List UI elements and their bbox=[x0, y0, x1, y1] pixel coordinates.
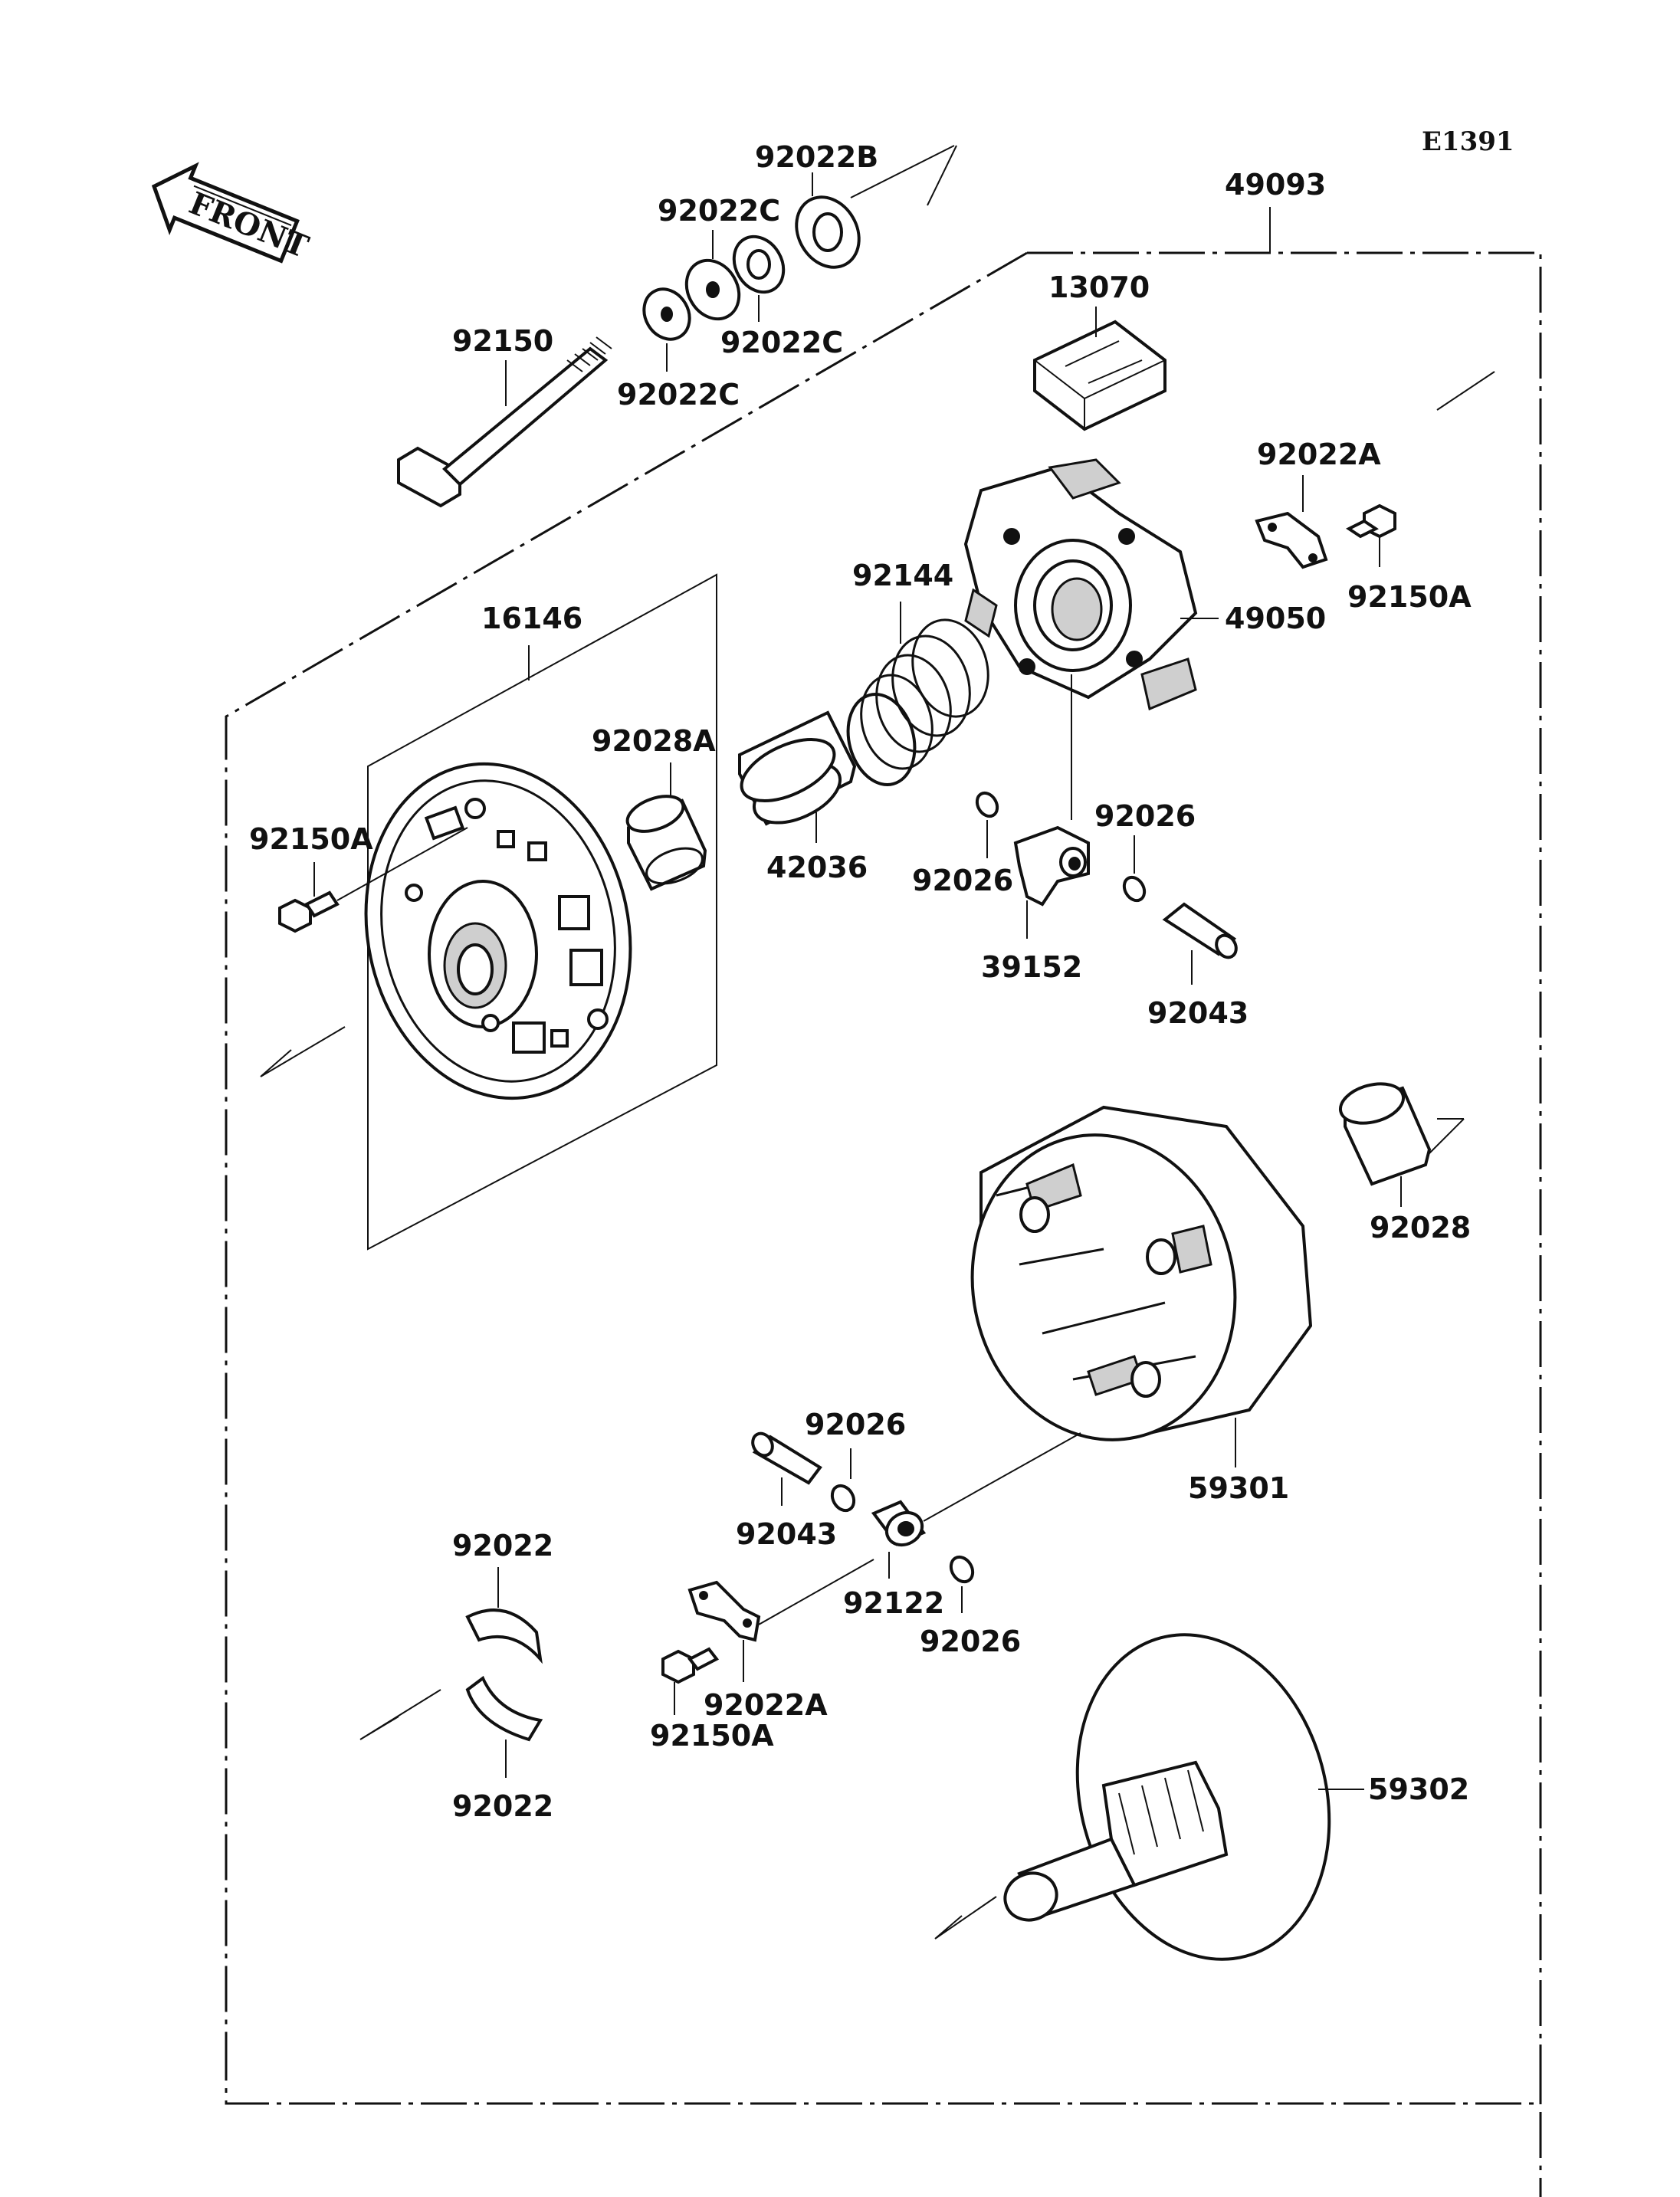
label-92150A-left: 92150A bbox=[249, 822, 373, 856]
bolt-92150A-bot: 92150A bbox=[650, 1647, 774, 1753]
label-92022C-top: 92022C bbox=[658, 194, 780, 228]
label-42036: 42036 bbox=[766, 851, 868, 884]
bolt-92150A-top: 92150A bbox=[1346, 503, 1472, 614]
axis-lines bbox=[260, 145, 1495, 1940]
label-92026-b: 92026 bbox=[1094, 799, 1196, 833]
label-59302: 59302 bbox=[1368, 1772, 1469, 1806]
label-92150: 92150 bbox=[452, 324, 553, 358]
label-92022C-low: 92022C bbox=[617, 378, 740, 412]
washer-92022C-top: 92022C bbox=[658, 194, 780, 321]
label-92022B: 92022B bbox=[755, 140, 878, 174]
oring-92026-b: 92026 bbox=[1094, 799, 1196, 903]
collar-92022-top: 92022 bbox=[452, 1529, 553, 1664]
label-92043-b: 92043 bbox=[736, 1517, 837, 1551]
bushing-92122: 92122 bbox=[843, 1432, 1081, 1620]
washer-92022C-mid: 92022C bbox=[720, 234, 843, 359]
washer-92022B: 92022B bbox=[755, 140, 878, 269]
pin-92043-a: 92043 bbox=[1147, 902, 1249, 1030]
bearing-92028: 92028 bbox=[1338, 1082, 1471, 1244]
label-92043-a: 92043 bbox=[1147, 996, 1249, 1030]
front-arrow-icon: FRONT bbox=[151, 162, 313, 265]
label-92122: 92122 bbox=[843, 1586, 944, 1620]
label-49093: 49093 bbox=[1225, 168, 1326, 202]
oring-92026-a: 92026 bbox=[912, 791, 1013, 897]
spider-49050: 49050 bbox=[963, 458, 1326, 820]
label-92028: 92028 bbox=[1370, 1211, 1471, 1244]
spring-92144: 92144 bbox=[846, 559, 989, 786]
bolt-92150A-left: 92150A bbox=[249, 822, 468, 933]
label-49050: 49050 bbox=[1225, 602, 1326, 635]
slider-13070: 13070 bbox=[1033, 271, 1166, 431]
plate-16146 bbox=[364, 762, 632, 1100]
label-92150A-top: 92150A bbox=[1347, 580, 1472, 614]
label-39152: 39152 bbox=[981, 950, 1082, 984]
pin-92043-b: 92043 bbox=[736, 1431, 837, 1551]
bearing-92028A: 92028A bbox=[592, 724, 716, 891]
assembly-boundary: 49093 bbox=[225, 168, 1542, 2197]
label-92150A-bot: 92150A bbox=[650, 1719, 774, 1753]
oring-92026-d: 92026 bbox=[920, 1555, 1021, 1658]
bolt-92150: 92150 bbox=[397, 324, 612, 508]
weight-39152: 39152 bbox=[981, 825, 1090, 984]
diagram-code: E1391 bbox=[1422, 126, 1514, 157]
sleeve-42036: 42036 bbox=[738, 710, 868, 884]
oring-92026-c: 92026 bbox=[805, 1408, 906, 1513]
front-label: FRONT bbox=[184, 185, 313, 265]
label-92022-top: 92022 bbox=[452, 1529, 553, 1562]
collar-92022-bot: 92022 bbox=[452, 1675, 553, 1823]
sheave-59301: 59301 bbox=[970, 1105, 1313, 1505]
label-92028A: 92028A bbox=[592, 724, 716, 758]
label-16146: 16146 bbox=[481, 602, 582, 635]
label-13070: 13070 bbox=[1048, 271, 1150, 304]
label-92022A-bot: 92022A bbox=[704, 1688, 828, 1722]
sheave-59302: 59302 bbox=[1003, 1633, 1469, 1961]
label-92022A-top: 92022A bbox=[1257, 438, 1381, 471]
label-92026-a: 92026 bbox=[912, 864, 1013, 897]
label-59301: 59301 bbox=[1188, 1471, 1289, 1505]
label-92026-c: 92026 bbox=[805, 1408, 906, 1441]
label-92144: 92144 bbox=[852, 559, 953, 592]
clamp-92022A-bot: 92022A bbox=[687, 1559, 874, 1722]
label-92026-d: 92026 bbox=[920, 1625, 1021, 1658]
label-92022C-mid: 92022C bbox=[720, 326, 843, 359]
clamp-92022A-top: 92022A bbox=[1255, 438, 1381, 569]
washer-92022C-low: 92022C bbox=[617, 287, 740, 412]
drive-plate-boundary: 16146 bbox=[367, 573, 717, 1251]
label-92022-bot: 92022 bbox=[452, 1789, 553, 1823]
